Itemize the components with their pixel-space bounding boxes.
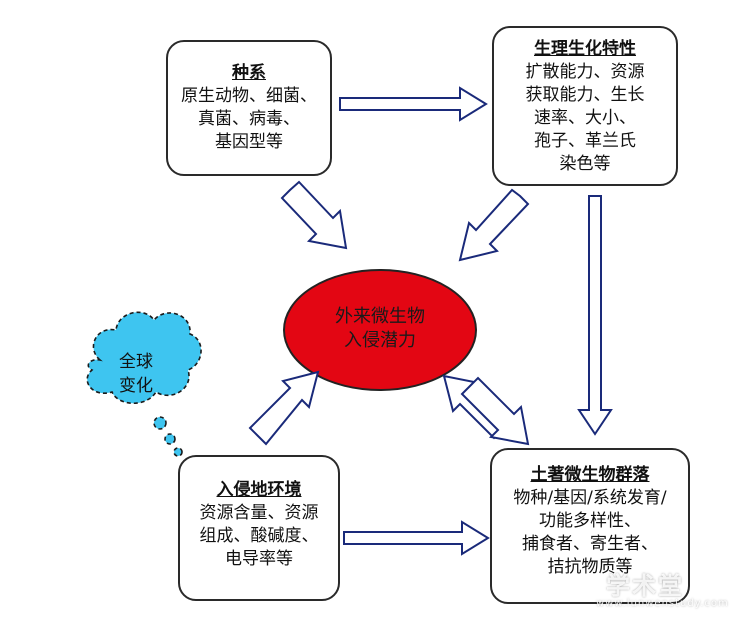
arrow-center-to-native xyxy=(460,376,530,446)
center-line-1: 外来微生物 xyxy=(335,306,425,327)
physiology-line-3: 速率、大小、 xyxy=(534,108,636,128)
native-line-4: 拮抗物质等 xyxy=(547,557,633,577)
center-line-2: 入侵潜力 xyxy=(344,330,416,351)
cloud-line-1: 全球 xyxy=(119,352,153,372)
species-line-3: 基因型等 xyxy=(215,132,283,152)
species-title: 种系 xyxy=(232,63,266,83)
arrow-physiology-to-center xyxy=(458,188,530,262)
native-community-box: 土著微生物群落 物种/基因/系统发育/ 功能多样性、 捕食者、寄生者、 拮抗物质… xyxy=(490,448,690,604)
species-line-2: 真菌、病毒、 xyxy=(198,109,300,129)
native-line-1: 物种/基因/系统发育/ xyxy=(513,488,667,508)
arrow-species-to-physiology xyxy=(339,86,488,122)
invasion-potential-label: 外来微生物 入侵潜力 xyxy=(300,305,460,353)
invasion-potential-ellipse xyxy=(283,269,477,391)
arrow-habitat-to-native xyxy=(343,520,490,556)
cloud-line-2: 变化 xyxy=(119,376,153,396)
physiology-line-1: 扩散能力、资源 xyxy=(525,62,645,82)
habitat-line-3: 电导率等 xyxy=(225,549,293,569)
physiology-line-2: 获取能力、生长 xyxy=(525,85,645,105)
native-line-3: 捕食者、寄生者、 xyxy=(522,534,658,554)
arrow-habitat-to-center xyxy=(248,370,320,446)
arrow-species-to-center xyxy=(280,180,348,250)
physiology-title: 生理生化特性 xyxy=(534,39,636,59)
habitat-box: 入侵地环境 资源含量、资源 组成、酸碱度、 电导率等 xyxy=(178,455,340,601)
habitat-line-1: 资源含量、资源 xyxy=(199,503,319,523)
habitat-title: 入侵地环境 xyxy=(216,480,302,500)
watermark-url: www.lunwenstudy.com xyxy=(596,598,729,609)
habitat-line-2: 组成、酸碱度、 xyxy=(199,526,319,546)
watermark-logo: 学术堂 xyxy=(606,572,684,600)
physiology-line-4: 孢子、革兰氏 xyxy=(534,131,636,151)
arrow-physiology-to-native xyxy=(577,195,613,436)
physiology-line-5: 染色等 xyxy=(559,154,611,174)
species-box: 种系 原生动物、细菌、 真菌、病毒、 基因型等 xyxy=(166,40,332,176)
physiology-box: 生理生化特性 扩散能力、资源 获取能力、生长 速率、大小、 孢子、革兰氏 染色等 xyxy=(492,26,678,186)
species-line-1: 原生动物、细菌、 xyxy=(181,86,317,106)
global-change-label: 全球 变化 xyxy=(96,350,176,398)
native-title: 土著微生物群落 xyxy=(530,465,650,485)
native-line-2: 功能多样性、 xyxy=(539,511,641,531)
